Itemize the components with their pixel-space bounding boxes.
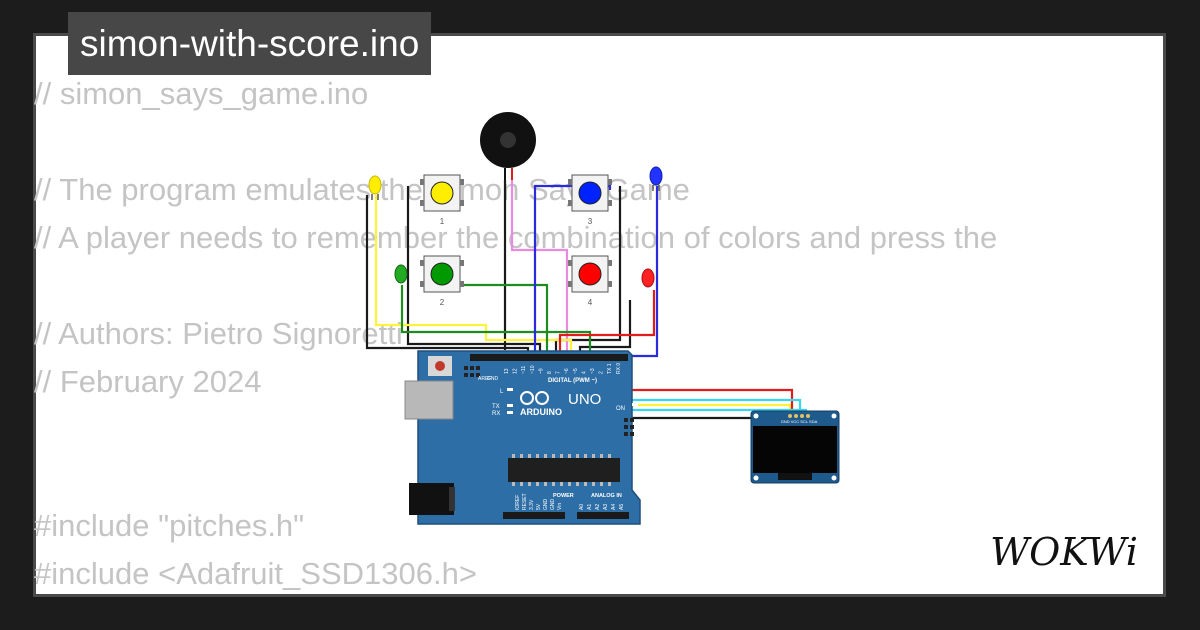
code-line: // Authors: Pietro Signoretti: [34, 316, 403, 351]
pin-label: RX 0: [616, 363, 622, 374]
pin-label: IOREF: [515, 495, 521, 510]
led-yellow: [368, 175, 382, 200]
l-label: L: [500, 389, 504, 395]
code-line: #include "pitches.h": [34, 508, 305, 543]
pin-label: 7: [556, 371, 562, 374]
pin-label: 12: [513, 368, 519, 374]
button-number-label: 2: [440, 298, 445, 307]
arduino-logo-icon: [520, 391, 549, 405]
pin-label: A0: [579, 504, 585, 510]
pin-label: 5V: [536, 503, 542, 510]
digital-label: DIGITAL (PWM ~): [548, 378, 597, 384]
pin-label: ~9: [538, 368, 544, 374]
pin-label: 13: [504, 368, 510, 374]
gnd-label: GND: [487, 376, 499, 382]
pin-label: 2: [599, 371, 605, 374]
code-line: // February 2024: [34, 364, 262, 399]
pin-label: 4: [581, 371, 587, 374]
code-line: #include <Adafruit_SSD1306.h>: [34, 556, 477, 591]
power-label: POWER: [553, 493, 574, 499]
oled-pin-label: GND VCC SCL SDA: [781, 419, 818, 424]
pin-label: GND: [543, 499, 549, 511]
wokwi-logo-text: WOKWi: [990, 530, 1138, 574]
board-model: UNO: [568, 391, 601, 408]
pin-label: A4: [611, 504, 617, 510]
led-green: [394, 264, 408, 284]
rx-label: RX: [492, 411, 500, 417]
pin-label: GND: [550, 499, 556, 511]
led-red: [641, 268, 655, 288]
buzzer: [480, 112, 536, 180]
on-label: ON: [616, 406, 625, 412]
pin-label: 8: [547, 371, 553, 374]
pin-label: ~10: [530, 365, 536, 374]
pin-label: A2: [595, 504, 601, 510]
pin-label: A3: [603, 504, 609, 510]
push-button-4[interactable]: 4: [568, 255, 612, 307]
push-button-3[interactable]: 3: [568, 174, 612, 226]
tx-label: TX: [492, 404, 500, 410]
wokwi-logo: WOKWi: [990, 530, 1138, 574]
button-number-label: 1: [440, 217, 445, 226]
pin-label: A5: [619, 504, 625, 510]
pin-label: RESET: [522, 493, 528, 510]
board-brand: ARDUINO: [520, 407, 562, 417]
pin-label: ~3: [590, 368, 596, 374]
code-line: // simon_says_game.ino: [34, 76, 369, 111]
push-button-1[interactable]: 1: [420, 174, 464, 226]
pin-label: TX 1: [607, 363, 613, 374]
project-title: simon-with-score.ino: [68, 12, 432, 75]
led-blue: [649, 166, 663, 191]
pin-label: Vin: [557, 503, 563, 510]
pin-label: ~5: [573, 368, 579, 374]
aref-label: AREF: [478, 376, 491, 382]
button-number-label: 4: [588, 298, 593, 307]
pin-label: 3.3V: [529, 499, 535, 510]
oled-display: GND VCC SCL SDA: [750, 410, 840, 484]
pin-label: ~11: [521, 366, 527, 374]
pin-label: A1: [587, 504, 593, 510]
analog-label: ANALOG IN: [591, 493, 622, 499]
pin-label: ~6: [564, 368, 570, 374]
push-button-2[interactable]: 2: [420, 255, 464, 307]
button-number-label: 3: [588, 217, 593, 226]
